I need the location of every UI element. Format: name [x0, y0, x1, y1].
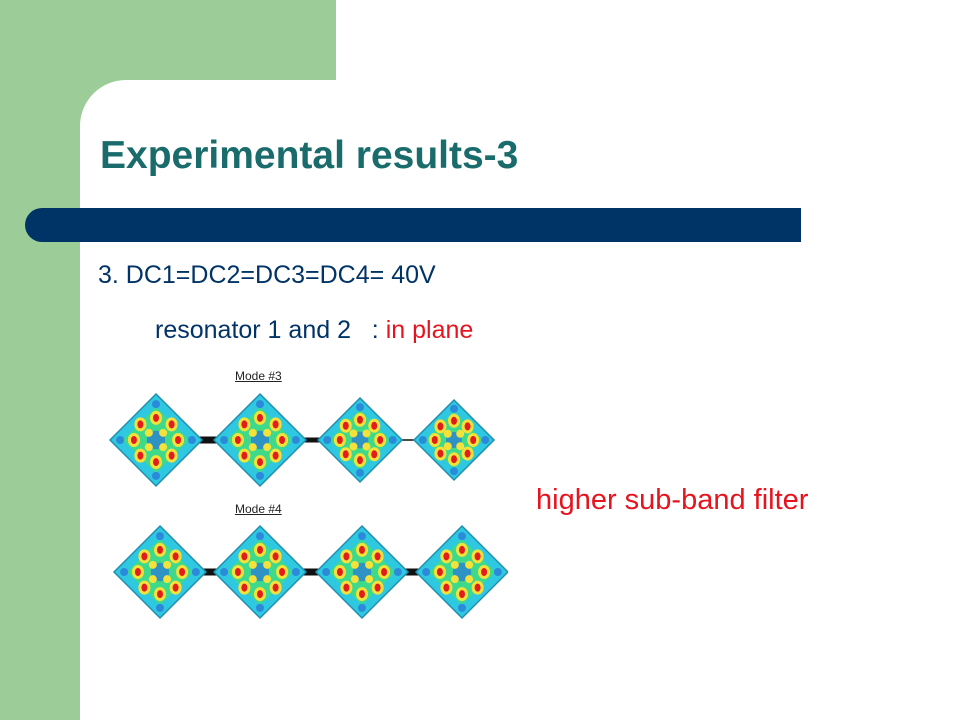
mode4-resonator-array	[112, 524, 508, 620]
mode3-resonator-array	[108, 392, 496, 488]
voltage-condition-text: 3. DC1=DC2=DC3=DC4= 40V	[98, 261, 436, 289]
resonator-label: resonator 1 and 2 :	[155, 316, 386, 344]
content-panel	[80, 80, 960, 720]
mode3-label: Mode #3	[235, 369, 282, 383]
mode4-label: Mode #4	[235, 502, 282, 516]
resonator-field-plot	[212, 524, 308, 620]
in-plane-highlight: in plane	[385, 316, 474, 344]
title-underline-bar	[25, 208, 801, 242]
sub-band-filter-note: higher sub-band filter	[536, 484, 809, 516]
resonator-field-plot	[108, 392, 204, 488]
slide-title: Experimental results-3	[100, 134, 519, 177]
resonator-mode-text: resonator 1 and 2 : in plane	[155, 316, 473, 345]
resonator-field-plot	[412, 398, 496, 482]
resonator-field-plot	[314, 524, 410, 620]
resonator-field-plot	[316, 396, 404, 484]
resonator-field-plot	[212, 392, 308, 488]
resonator-field-plot	[414, 524, 508, 620]
resonator-field-plot	[112, 524, 208, 620]
